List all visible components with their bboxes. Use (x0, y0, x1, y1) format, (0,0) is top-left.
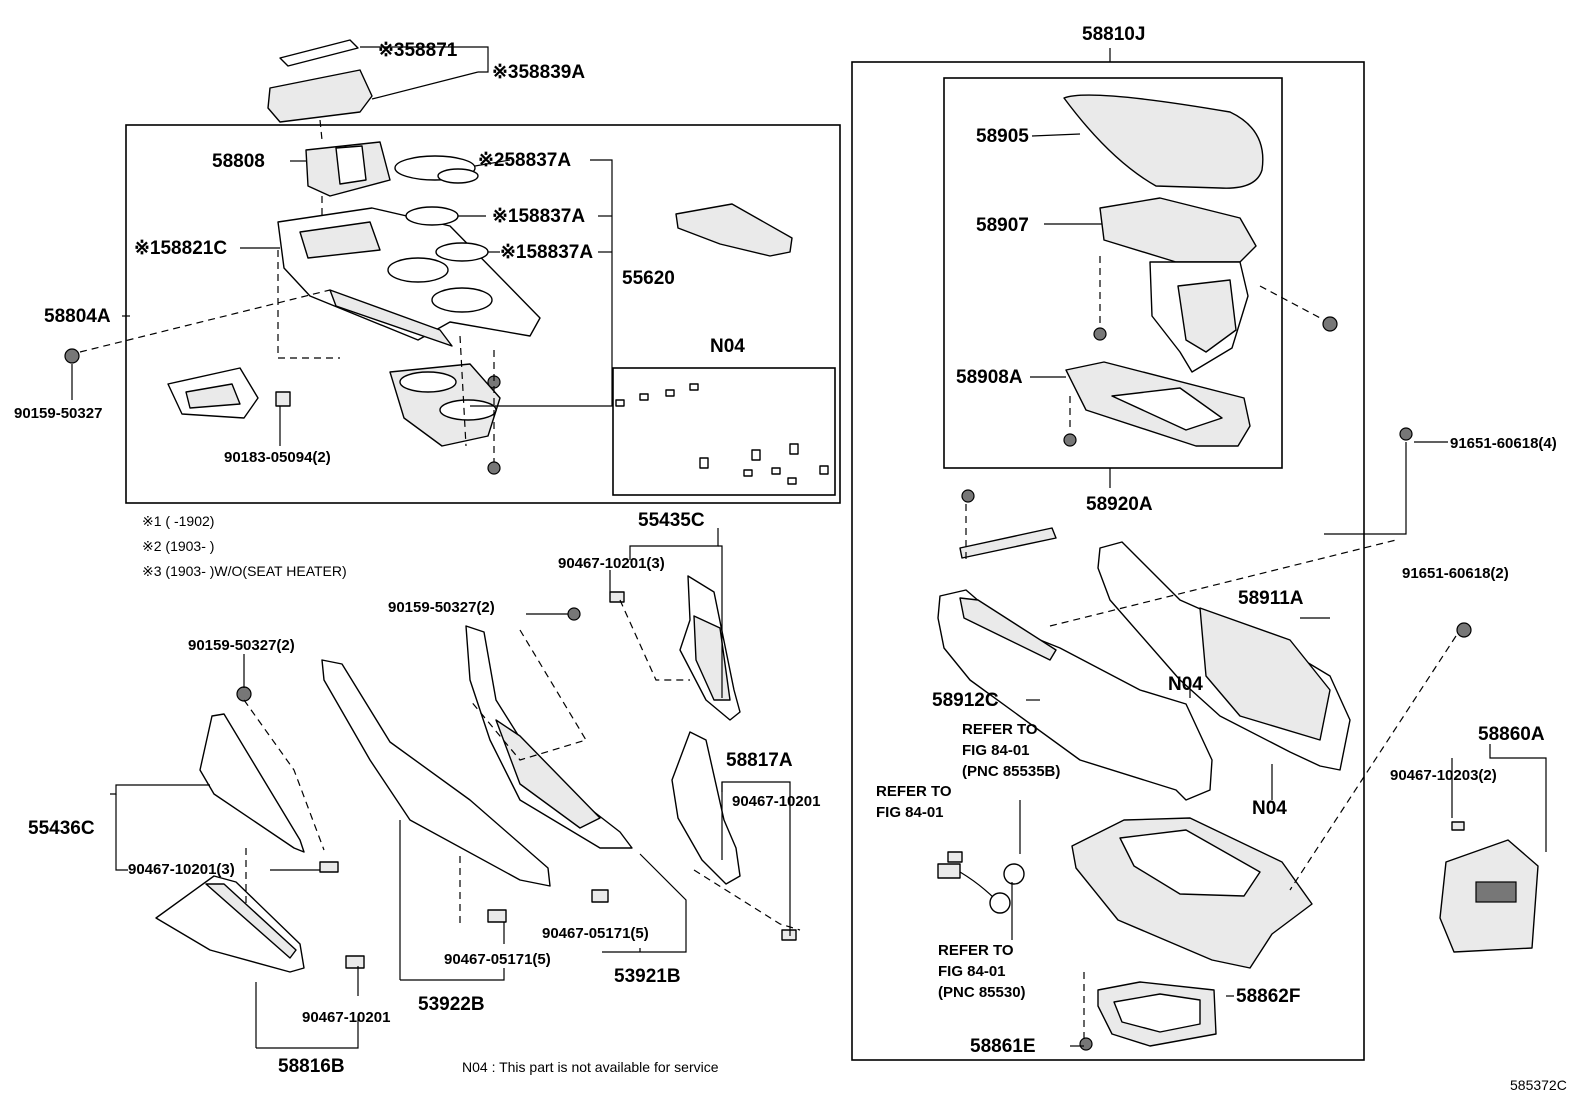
label-90159-top: 90159-50327 (14, 405, 102, 422)
label-58920a: 58920A (1086, 494, 1153, 515)
part-53922b-drawing (321, 659, 551, 887)
label-53921b: 53921B (614, 966, 681, 987)
assembly-box-58810j (851, 61, 1365, 1061)
part-58817a-drawing (671, 731, 741, 885)
label-58837a-1b: ※158837A (500, 242, 593, 263)
label-58912c: 58912C (932, 690, 999, 711)
figure-code: 585372C (1510, 1077, 1567, 1093)
label-n04-top: N04 (710, 336, 745, 357)
part-58905-drawing (1063, 94, 1264, 189)
label-58804a: 58804A (44, 306, 111, 327)
label-90467-05171-5b: 90467-05171(5) (444, 951, 551, 968)
label-53922b: 53922B (418, 994, 485, 1015)
label-90467-10201-3: 90467-10201(3) (558, 555, 665, 572)
part-58862f-drawing (1097, 981, 1217, 1047)
ref3-line1: REFER TO (938, 942, 1014, 959)
label-90159-2a: 90159-50327(2) (388, 599, 495, 616)
part-58912c-drawing (937, 589, 1213, 801)
label-58821c: ※158821C (134, 238, 227, 259)
label-90467-10201-b: 90467-10201 (302, 1009, 390, 1026)
ref3-line2: FIG 84-01 (938, 963, 1006, 980)
ref1-line1: REFER TO (962, 721, 1038, 738)
part-58837a-ring-1b (435, 242, 489, 262)
legend-n04: N04 : This part is not available for ser… (462, 1059, 719, 1075)
label-58861e: 58861E (970, 1036, 1036, 1057)
part-55436c-drawing (199, 713, 305, 853)
label-58907: 58907 (976, 215, 1029, 236)
label-58905: 58905 (976, 126, 1029, 147)
label-58839a: ※358839A (492, 62, 585, 83)
part-55620-drawing (277, 207, 541, 347)
part-58860a-drawing (1439, 839, 1539, 953)
label-90467-10201-3b: 90467-10201(3) (128, 861, 235, 878)
assembly-box-58920a (943, 77, 1283, 469)
part-rail-drawing (959, 527, 1057, 559)
label-90467-10201-r: 90467-10201 (732, 793, 820, 810)
label-58808: 58808 (212, 151, 265, 172)
ref2-line2: FIG 84-01 (876, 804, 944, 821)
assembly-box-n04 (612, 367, 836, 496)
label-90159-2b: 90159-50327(2) (188, 637, 295, 654)
label-90467-10203: 90467-10203(2) (1390, 767, 1497, 784)
footnote-2: ※2 (1903- ) (142, 538, 214, 554)
ref1-line2: FIG 84-01 (962, 742, 1030, 759)
part-58816b-drawing (155, 875, 305, 973)
ref2-line1: REFER TO (876, 783, 952, 800)
part-bracket-drawing (167, 367, 259, 419)
label-n04-mid: N04 (1168, 674, 1203, 695)
footnote-3: ※3 (1903- )W/O(SEAT HEATER) (142, 563, 347, 579)
part-58908a-drawing (1065, 361, 1251, 447)
label-90467-05171-5a: 90467-05171(5) (542, 925, 649, 942)
part-cup-holder-drawing (389, 363, 501, 447)
part-tray-drawing (675, 203, 793, 257)
assembly-box-55620 (125, 124, 841, 504)
label-55435c: 55435C (638, 510, 705, 531)
label-58817a: 58817A (726, 750, 793, 771)
label-90183: 90183-05094(2) (224, 449, 331, 466)
label-58908a: 58908A (956, 367, 1023, 388)
label-58816b: 58816B (278, 1056, 345, 1077)
label-58837a-2: ※258837A (478, 150, 571, 171)
label-58810j: 58810J (1082, 24, 1145, 45)
footnote-1: ※1 ( -1902) (142, 513, 214, 529)
label-55436c: 55436C (28, 818, 95, 839)
label-91651-2: 91651-60618(2) (1402, 565, 1509, 582)
label-58871: ※358871 (378, 40, 458, 61)
part-58871-drawing (267, 39, 373, 123)
n04-pieces (615, 383, 829, 485)
part-58808-drawing (305, 141, 391, 197)
label-58862f: 58862F (1236, 986, 1300, 1007)
part-53921b-drawing (465, 625, 633, 849)
label-91651-4: 91651-60618(4) (1450, 435, 1557, 452)
label-n04-low: N04 (1252, 798, 1287, 819)
part-harness-drawing (937, 851, 1025, 914)
part-lower-tray-drawing (1071, 817, 1313, 969)
ref1-line3: (PNC 85535B) (962, 763, 1060, 780)
label-58837a-1a: ※158837A (492, 206, 585, 227)
part-55435c-drawing (679, 575, 741, 721)
label-58911a: 58911A (1238, 588, 1304, 609)
label-55620: 55620 (622, 268, 675, 289)
part-58837a-ring-1a (405, 206, 459, 226)
ref3-line3: (PNC 85530) (938, 984, 1026, 1001)
part-58907-drawing (1099, 197, 1257, 373)
label-58860a: 58860A (1478, 724, 1545, 745)
